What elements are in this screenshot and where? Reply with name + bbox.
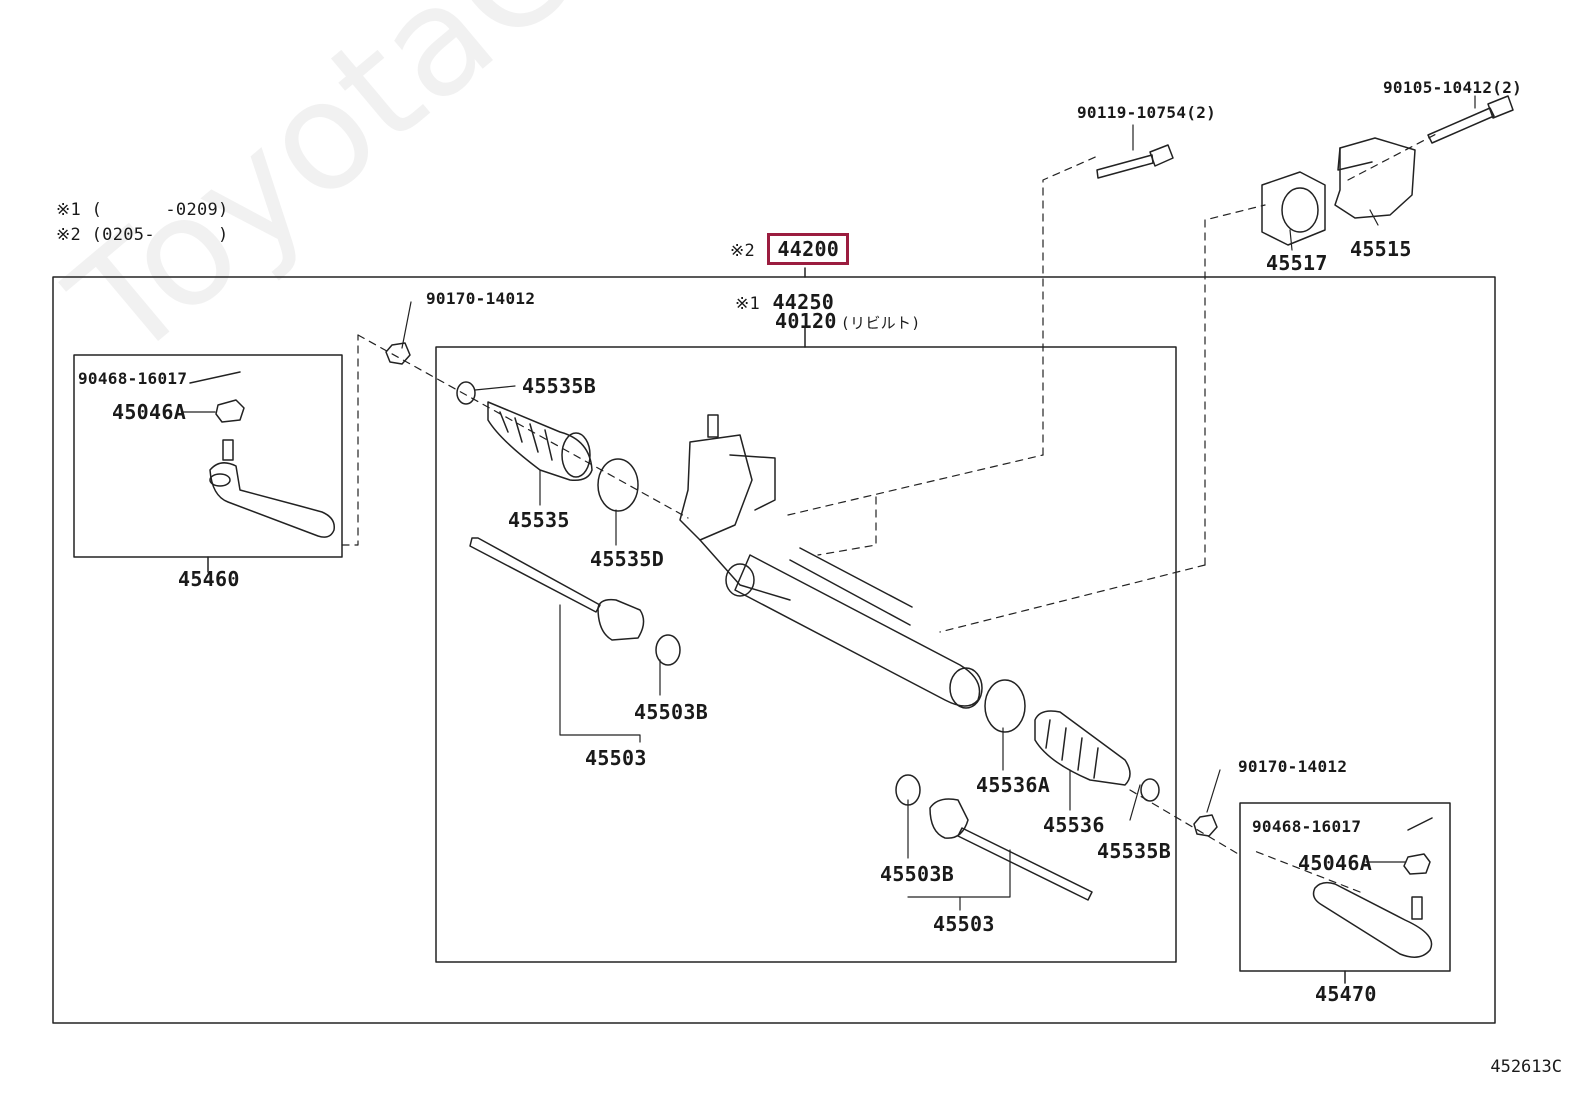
part-castle-nut-right[interactable]: 45046A: [1298, 851, 1373, 875]
tie-rod-end-right-shape: [1314, 883, 1432, 958]
part-clip-left[interactable]: 45535B: [522, 374, 597, 398]
part-bushing[interactable]: 45517: [1266, 251, 1328, 275]
clip-left-shape: [457, 382, 475, 404]
part-boot-right[interactable]: 45536: [1043, 813, 1105, 837]
part-rack-end-left[interactable]: 45503: [585, 746, 647, 770]
assembly-main-label: ※2 44200: [730, 233, 850, 265]
boot-right-shape: [1035, 711, 1130, 785]
note-1-range: ( -0209): [91, 200, 229, 220]
note-2-mark: ※2: [56, 225, 82, 245]
part-clip-right[interactable]: 45535B: [1097, 839, 1172, 863]
rack-end-right-shape: [930, 799, 1092, 900]
clip-right-shape: [1141, 779, 1159, 801]
bushing-shape: [1262, 172, 1325, 245]
dashed-leaders: [342, 132, 1440, 892]
note-1-mark: ※1: [56, 200, 82, 220]
rack-end-left-shape: [470, 538, 644, 640]
assembly-rebuilt-label: 40120(リビルト): [775, 309, 921, 333]
washer-left-shape: [656, 635, 680, 665]
part-tie-rod-end-left[interactable]: 45460: [178, 567, 240, 591]
bolt-right-shape: [1428, 96, 1513, 143]
part-cotter-pin-right[interactable]: 90468-16017: [1252, 817, 1362, 836]
part-bolt-upper[interactable]: 90119-10754(2): [1077, 103, 1217, 122]
part-nut-left[interactable]: 90170-14012: [426, 289, 536, 308]
part-boot-left[interactable]: 45535: [508, 508, 570, 532]
note-2: ※2 (0205- ): [56, 225, 229, 245]
part-bolt-right[interactable]: 90105-10412(2): [1383, 78, 1523, 97]
steering-gear-housing-shape: [680, 415, 982, 708]
part-washer-left[interactable]: 45503B: [634, 700, 709, 724]
castle-nut-right-shape: [1404, 854, 1430, 874]
clamp-right-shape: [985, 680, 1025, 732]
part-clamp-left[interactable]: 45535D: [590, 547, 665, 571]
castle-nut-left-shape: [216, 400, 244, 422]
assembly-mark-1: ※1: [735, 294, 761, 314]
boot-left-shape: [488, 402, 592, 480]
part-tie-rod-end-right[interactable]: 45470: [1315, 982, 1377, 1006]
inner-frame: [436, 347, 1176, 962]
cotter-pin-left-shape: [190, 372, 240, 383]
part-nut-right[interactable]: 90170-14012: [1238, 757, 1348, 776]
part-rack-end-right[interactable]: 45503: [933, 912, 995, 936]
assembly-alt-label: ※1 44250: [735, 290, 834, 314]
washer-right-shape: [896, 775, 920, 805]
part-washer-right[interactable]: 45503B: [880, 862, 955, 886]
nut-right-shape: [1194, 815, 1217, 836]
diagram-code: 452613C: [1490, 1057, 1562, 1077]
part-clamp-right[interactable]: 45536A: [976, 773, 1051, 797]
rebuilt-note: (リビルト): [840, 314, 921, 332]
part-bracket[interactable]: 45515: [1350, 237, 1412, 261]
bracket-shape: [1335, 138, 1415, 218]
assembly-mark-2: ※2: [730, 241, 756, 261]
bolt-upper-shape: [1097, 145, 1173, 178]
clamp-left-shape: [598, 459, 638, 511]
note-1: ※1 ( -0209): [56, 200, 229, 220]
part-castle-nut-left[interactable]: 45046A: [112, 400, 187, 424]
tie-rod-end-left-shape: [210, 440, 334, 537]
part-44250[interactable]: 44250: [772, 290, 835, 314]
part-44200-highlight[interactable]: 44200: [767, 233, 850, 265]
note-2-range: (0205- ): [91, 225, 229, 245]
cotter-pin-right-shape: [1408, 818, 1432, 830]
part-40120[interactable]: 40120: [775, 309, 837, 333]
nut-left-shape: [386, 343, 410, 364]
part-cotter-pin-left[interactable]: 90468-16017: [78, 369, 188, 388]
outer-frame: [53, 277, 1495, 1023]
